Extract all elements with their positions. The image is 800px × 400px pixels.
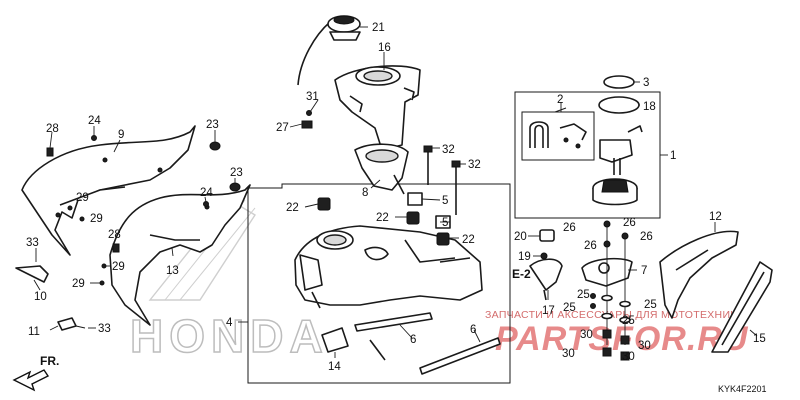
part-18-ring [598,96,640,114]
callout-22-c: 22 [462,234,475,246]
diagram-code: KYK4F2201 [718,384,767,394]
part-10-bracket [15,265,49,283]
callout-30-a: 30 [580,329,593,341]
callout-28-a: 28 [46,123,59,135]
callout-13: 13 [166,265,179,277]
reference-tag-e2: E-2 [512,267,531,281]
callout-32-b: 32 [468,159,481,171]
callout-29-b: 29 [90,213,103,225]
callout-2: 2 [557,94,563,106]
honda-logo: HONDA [129,199,329,363]
callout-21: 21 [372,22,385,34]
part-15-strip [711,261,773,353]
callout-25-c: 25 [644,299,657,311]
part-12-side-panel [659,230,739,319]
pump-assembly-frame [514,91,661,219]
callout-23-b: 23 [230,167,243,179]
callout-6-b: 6 [470,324,476,336]
callout-15: 15 [753,333,766,345]
callout-10: 10 [34,291,47,303]
part-9-left-shroud [21,125,196,256]
callout-14: 14 [328,361,341,373]
callout-29-d: 29 [72,278,85,290]
watermark: ЗАПЧАСТИ И АКСЕССУАРЫ ДЛЯ МОТОТЕХНИКИ PA… [485,309,748,358]
tank-assembly-frame [247,183,511,384]
part-22-dampers [317,197,450,246]
part-19-clip [540,252,548,260]
front-direction-arrow: FR. [12,354,59,392]
part-21-breather-tube [297,15,361,86]
part-20-grommet [539,229,555,242]
callout-22-a: 22 [286,202,299,214]
callout-12: 12 [709,211,722,223]
part-14-label [321,327,349,353]
part-16-tank-cover [334,65,421,151]
callout-30-d: 30 [622,351,635,363]
callout-22-b: 22 [376,212,389,224]
callout-4: 4 [226,317,233,329]
leader-lines [33,26,758,358]
callout-8: 8 [362,187,368,199]
callout-20: 20 [514,231,527,243]
callout-25-a: 25 [577,289,590,301]
callout-1: 1 [670,150,676,162]
callout-5-b: 5 [442,217,448,229]
callout-17: 17 [542,305,555,317]
honda-logo-text: HONDA [130,310,329,362]
callout-24-b: 24 [200,187,213,199]
callout-27: 27 [276,122,289,134]
hardware-stack [590,220,631,361]
callout-23-a: 23 [206,119,219,131]
watermark-tagline: ЗАПЧАСТИ И АКСЕССУАРЫ ДЛЯ МОТОТЕХНИКИ [485,309,745,321]
pump-subassembly-frame [521,111,595,161]
callout-9: 9 [118,129,124,141]
callout-29-c: 29 [112,261,125,273]
callout-31: 31 [306,91,319,103]
part-27-bolt [301,110,313,129]
part-32-bolts [423,145,461,215]
front-direction-label: FR. [40,354,59,368]
callout-26-a: 26 [563,222,576,234]
part-8-bracket [354,143,409,195]
part-17-bracket [529,258,563,301]
callout-33-b: 33 [98,323,111,335]
callout-26-d: 26 [640,231,653,243]
ring-bracket-frame [554,107,567,113]
callout-16: 16 [378,42,391,54]
part-2-pump-wiring [529,121,587,149]
part-3-ring [603,75,635,89]
callout-24-a: 24 [88,115,101,127]
callout-6-a: 6 [410,334,416,346]
callout-26-c: 26 [584,240,597,252]
callout-labels: 21 16 31 27 8 22 22 22 5 5 32 32 4 14 6 … [26,22,766,373]
callout-11: 11 [28,326,40,338]
callout-25-d: 25 [622,315,635,327]
part-1-fuel-pump [592,125,643,206]
part-11-clip [57,317,77,331]
callout-7: 7 [641,265,647,277]
callout-26-b: 26 [623,217,636,229]
callout-3: 3 [643,77,649,89]
callout-5-a: 5 [442,195,448,207]
callout-28-b: 28 [108,229,121,241]
callout-19: 19 [518,251,531,263]
callout-29-a: 29 [76,192,89,204]
callout-18: 18 [643,101,656,113]
callout-30-c: 30 [562,348,575,360]
part-6-strips [354,312,501,375]
part-4-fuel-tank [294,225,483,309]
callout-25-b: 25 [563,302,576,314]
callout-32-a: 32 [442,144,455,156]
callout-30-b: 30 [638,340,651,352]
callout-33-a: 33 [26,237,39,249]
part-13-right-shroud [109,184,251,326]
